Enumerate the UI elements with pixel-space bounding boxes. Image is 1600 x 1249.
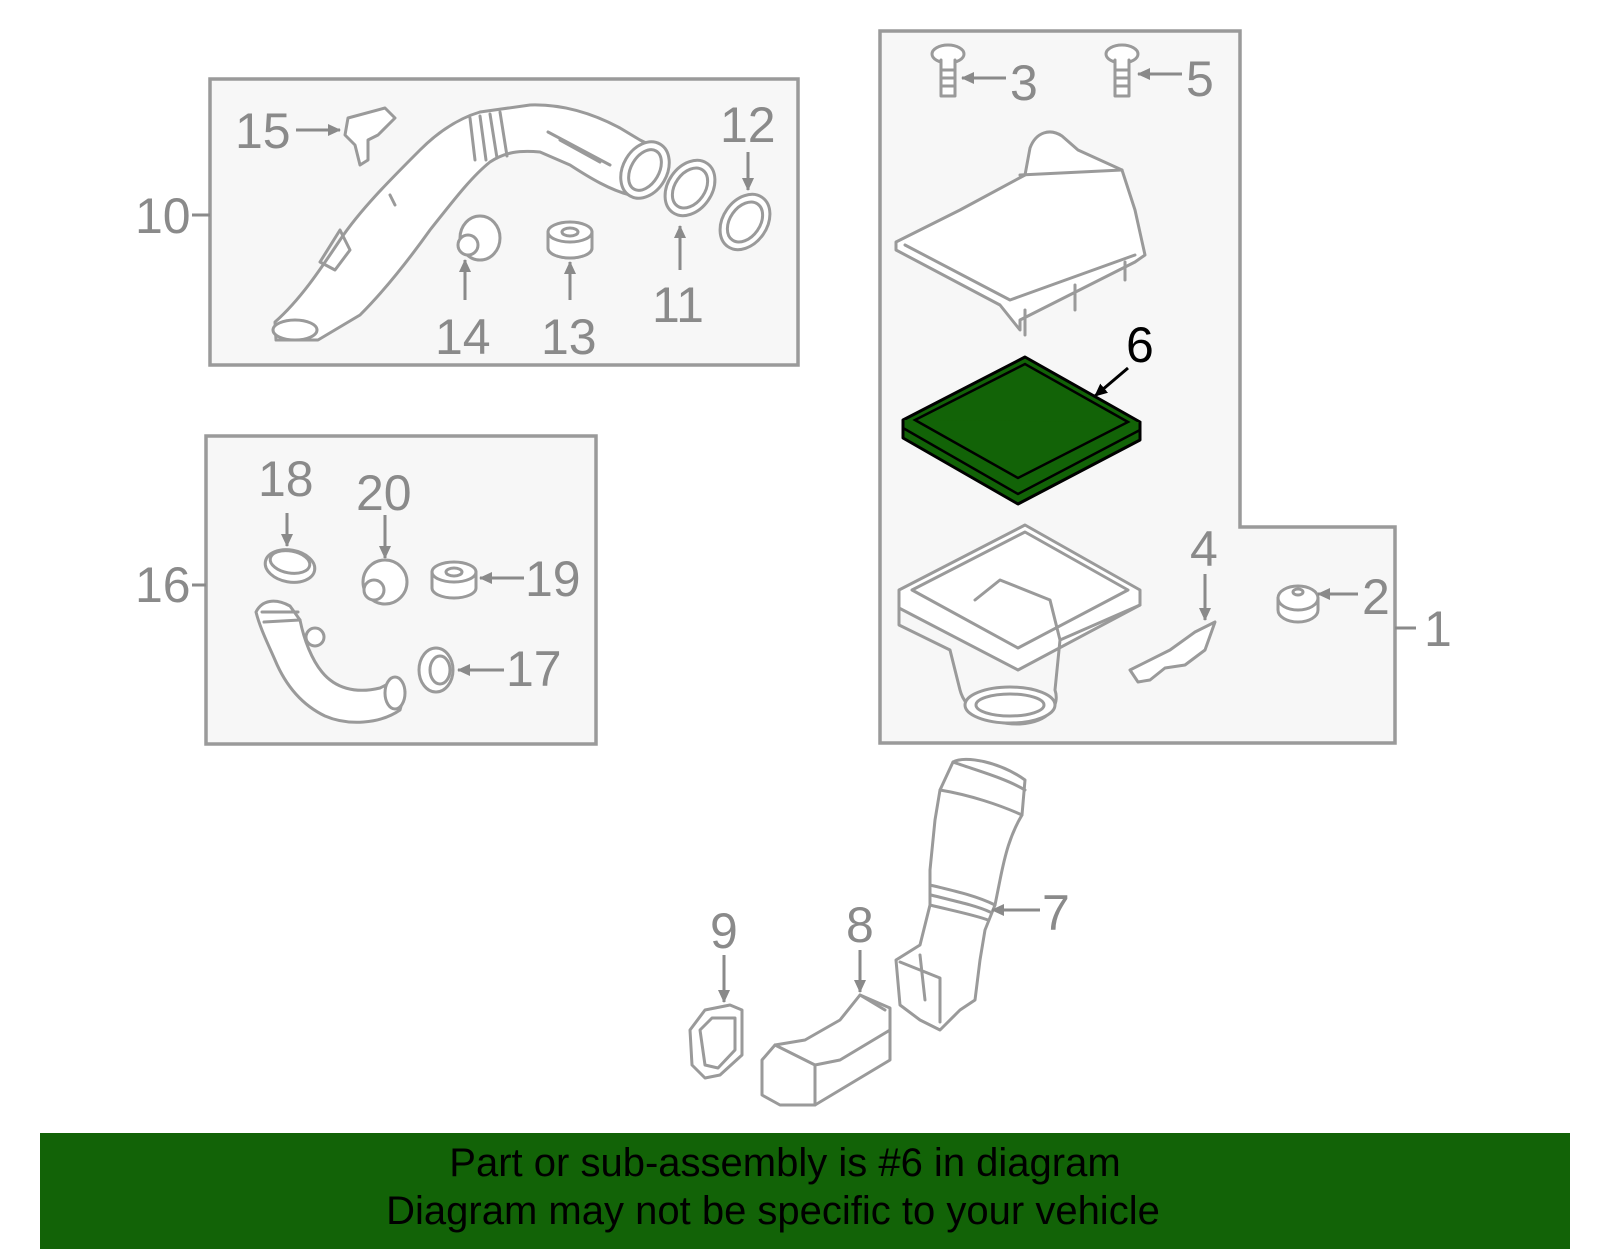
svg-text:15: 15 — [235, 103, 291, 159]
clamp-11-part — [663, 158, 717, 218]
hose-16-part — [254, 599, 407, 724]
svg-text:14: 14 — [435, 309, 491, 365]
grommet-19-part — [430, 560, 478, 600]
callout-18: 18 — [258, 451, 314, 547]
info-banner: Part or sub-assembly is #6 in diagram Di… — [40, 1133, 1570, 1249]
svg-text:17: 17 — [506, 641, 562, 697]
grommet-13-part — [546, 220, 594, 260]
mount-20-part — [361, 558, 409, 606]
mount-14-part — [456, 214, 502, 262]
callout-16: 16 — [135, 557, 206, 613]
callout-2: 2 — [1317, 569, 1390, 625]
svg-text:9: 9 — [710, 903, 738, 959]
callout-20: 20 — [356, 465, 412, 559]
callout-8: 8 — [846, 897, 874, 993]
callout-15: 15 — [235, 103, 341, 159]
callout-10: 10 — [135, 188, 210, 244]
svg-text:10: 10 — [135, 188, 191, 244]
seal-17-part — [417, 646, 455, 694]
svg-text:7: 7 — [1042, 885, 1070, 941]
clamp-18-part — [263, 548, 317, 584]
callout-1: 1 — [1395, 601, 1452, 657]
banner-line-part-number: Part or sub-assembly is #6 in diagram — [449, 1141, 1121, 1185]
intake-duct-part — [271, 103, 671, 342]
svg-text:16: 16 — [135, 557, 191, 613]
air-cleaner-lower-part — [897, 523, 1142, 726]
bracket-4-part — [1128, 620, 1217, 684]
callout-13: 13 — [541, 261, 597, 365]
mount-2-part — [1276, 584, 1320, 624]
svg-text:4: 4 — [1190, 521, 1218, 577]
svg-text:5: 5 — [1186, 51, 1214, 107]
svg-text:8: 8 — [846, 897, 874, 953]
banner-line-disclaimer: Diagram may not be specific to your vehi… — [386, 1189, 1160, 1233]
svg-text:20: 20 — [356, 465, 412, 521]
maf-sensor-part — [343, 106, 397, 167]
clamp-12-part — [718, 192, 772, 252]
svg-text:18: 18 — [258, 451, 314, 507]
callout-9: 9 — [710, 903, 738, 1003]
svg-text:2: 2 — [1362, 569, 1390, 625]
callout-11: 11 — [652, 225, 704, 333]
svg-text:13: 13 — [541, 309, 597, 365]
svg-text:11: 11 — [652, 277, 704, 333]
air-duct-8-part — [760, 993, 892, 1107]
callout-14: 14 — [435, 259, 491, 365]
callout-7: 7 — [991, 885, 1070, 941]
callout-6: 6 — [1094, 317, 1154, 398]
air-cleaner-cover-part — [894, 130, 1147, 337]
callout-19: 19 — [479, 551, 581, 607]
screw-3-part — [930, 43, 966, 98]
callout-17: 17 — [457, 641, 562, 697]
svg-text:19: 19 — [525, 551, 581, 607]
air-duct-9-part — [688, 1003, 744, 1080]
callout-12: 12 — [720, 97, 776, 191]
air-duct-7-part — [894, 757, 1027, 1032]
svg-text:6: 6 — [1126, 317, 1154, 373]
callout-3: 3 — [961, 55, 1038, 111]
callout-4: 4 — [1190, 521, 1218, 621]
svg-text:3: 3 — [1010, 55, 1038, 111]
svg-text:12: 12 — [720, 97, 776, 153]
svg-text:1: 1 — [1424, 601, 1452, 657]
screw-5-part — [1104, 43, 1140, 98]
air-filter-6-part — [901, 355, 1142, 506]
callout-5: 5 — [1137, 51, 1214, 107]
